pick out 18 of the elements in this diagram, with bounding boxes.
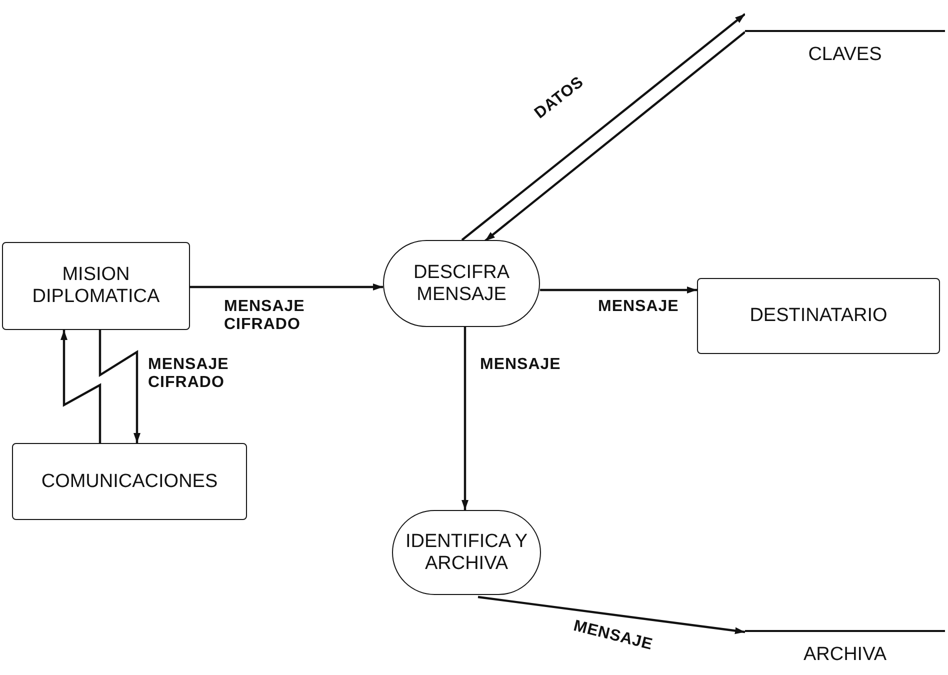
arrow <box>478 596 746 634</box>
node-label: IDENTIFICA Y ARCHIVA <box>404 530 529 574</box>
node-label: ARCHIVA <box>803 644 887 666</box>
entity-box <box>12 443 247 520</box>
node-label: MISION DIPLOMATICA <box>31 264 161 308</box>
node-label: COMUNICACIONES <box>41 470 218 492</box>
arrow <box>484 31 746 242</box>
arrow <box>462 327 468 510</box>
arrow <box>461 13 746 241</box>
entity-box <box>2 242 190 330</box>
arrow <box>190 284 383 290</box>
node-label: DESTINATARIO <box>750 305 888 327</box>
node-label: DESCIFRA MENSAJE <box>412 262 511 306</box>
arrow <box>60 330 102 443</box>
entity-box <box>697 278 940 354</box>
node-label: CLAVES <box>808 44 882 66</box>
arrow <box>98 330 140 443</box>
arrow <box>540 286 697 294</box>
